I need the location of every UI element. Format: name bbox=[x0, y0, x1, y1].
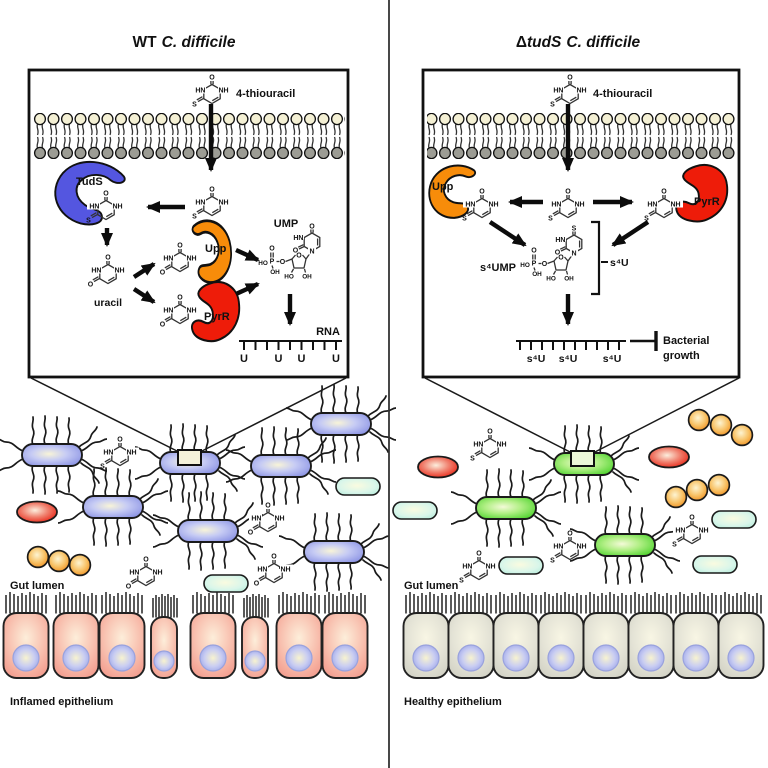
rna-strand-mutant: s⁴U s⁴U s⁴U bbox=[516, 340, 626, 365]
red-bacterium bbox=[16, 500, 58, 524]
uracil-label: uracil bbox=[94, 297, 122, 309]
cell-membrane bbox=[427, 113, 735, 159]
uracil-in-lumen bbox=[254, 554, 293, 588]
red-bacterium bbox=[417, 455, 459, 479]
thiouracil-label: 4-thiouracil bbox=[593, 88, 652, 100]
arrow-uracil-to-upp bbox=[132, 262, 156, 279]
funnel-line-left bbox=[424, 377, 573, 454]
s4u-label: s⁴U bbox=[610, 257, 629, 269]
uracil-in-lumen bbox=[126, 557, 165, 591]
s4ump-label: s⁴UMP bbox=[480, 262, 516, 274]
magnifier-rect-mutant bbox=[570, 450, 595, 467]
arrow-uracil-to-pyrr bbox=[132, 287, 156, 304]
coccus bbox=[707, 473, 731, 497]
magnifier-rect-wt bbox=[177, 449, 202, 466]
rna-strand-wt: U U U U bbox=[239, 340, 342, 365]
red-bacterium bbox=[648, 445, 690, 469]
wt-bacterium bbox=[58, 468, 168, 546]
cell-membrane bbox=[33, 113, 345, 159]
coccus bbox=[664, 485, 688, 509]
coccus bbox=[685, 478, 709, 502]
teal-bacterium bbox=[203, 574, 249, 593]
thiouracil-in-lumen bbox=[470, 429, 509, 463]
epithelium-label-wt: Inflamed epithelium bbox=[10, 696, 114, 708]
epithelium-label-mutant: Healthy epithelium bbox=[404, 696, 502, 708]
atom-o-c4: O bbox=[309, 224, 315, 231]
teal-bacterium bbox=[692, 555, 738, 574]
arrow-pyrr-to-s4ump bbox=[611, 220, 650, 247]
thiouracil-in-lumen bbox=[100, 437, 139, 471]
thiouracil-label: 4-thiouracil bbox=[236, 88, 295, 100]
s4ump-structure: S bbox=[519, 226, 583, 284]
thiouracil-in-lumen bbox=[550, 531, 589, 565]
rna-base-s4u: s⁴U bbox=[603, 353, 622, 365]
teal-bacterium bbox=[498, 556, 544, 575]
arrow-pyrr-to-ump bbox=[235, 281, 260, 297]
teal-bacterium bbox=[335, 477, 381, 496]
growth-label-line2: growth bbox=[663, 350, 700, 362]
tuds-label: TudS bbox=[76, 176, 103, 188]
ump-label: UMP bbox=[274, 218, 298, 230]
wt-bacterium bbox=[226, 427, 336, 505]
rna-base-u: U bbox=[240, 353, 248, 365]
s4u-bracket bbox=[591, 220, 601, 296]
teal-bacterium bbox=[711, 510, 757, 529]
upp-label: Upp bbox=[205, 243, 227, 255]
pyrr-label: PyrR bbox=[204, 311, 230, 323]
rna-base-u: U bbox=[298, 353, 306, 365]
teal-bacterium bbox=[392, 501, 438, 520]
mutant-bacterium bbox=[451, 469, 561, 547]
coccus bbox=[709, 413, 733, 437]
funnel-line-left bbox=[30, 377, 180, 453]
rna-base-s4u: s⁴U bbox=[559, 353, 578, 365]
gut-lumen-label-mutant: Gut lumen bbox=[404, 580, 459, 592]
healthy-epithelium bbox=[404, 592, 764, 678]
growth-inhibition: Bacterial growth bbox=[630, 331, 709, 362]
arrow-upp-to-s4ump bbox=[488, 220, 527, 247]
rna-base-u: U bbox=[275, 353, 283, 365]
wt-bacterium bbox=[0, 416, 107, 494]
ump-structure: O bbox=[257, 224, 321, 282]
coccus bbox=[730, 423, 754, 447]
wt-bacterium bbox=[279, 513, 389, 591]
coccus bbox=[47, 549, 71, 573]
thiouracil-in-lumen bbox=[459, 551, 498, 585]
rna-base-u: U bbox=[332, 353, 340, 365]
growth-label-line1: Bacterial bbox=[663, 335, 709, 347]
thiouracil-in-lumen bbox=[672, 515, 711, 549]
rna-label: RNA bbox=[316, 326, 340, 338]
rna-base-s4u: s⁴U bbox=[527, 353, 546, 365]
pyrr-label: PyrR bbox=[694, 196, 720, 208]
arrow-upp-to-ump bbox=[235, 247, 260, 263]
funnel-line-right bbox=[592, 377, 740, 454]
coccus bbox=[68, 553, 92, 577]
inflamed-epithelium bbox=[4, 592, 368, 678]
gut-lumen-label-wt: Gut lumen bbox=[10, 580, 65, 592]
coccus bbox=[687, 408, 711, 432]
uracil-in-lumen bbox=[248, 503, 287, 537]
coccus bbox=[26, 545, 50, 569]
wt-bacterium bbox=[286, 385, 396, 463]
upp-label: Upp bbox=[432, 181, 454, 193]
wt-bacterium bbox=[153, 492, 263, 570]
atom-s-c4: S bbox=[572, 226, 577, 233]
